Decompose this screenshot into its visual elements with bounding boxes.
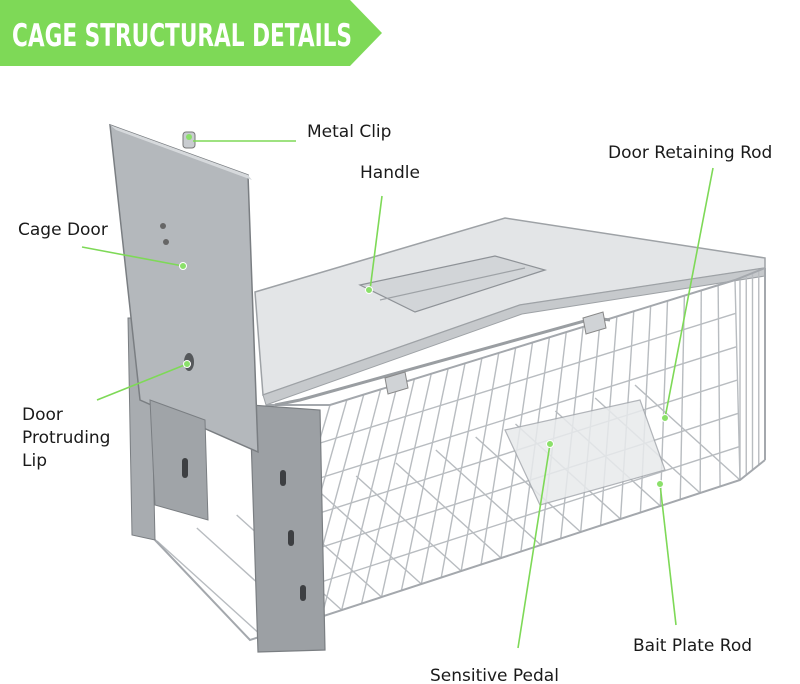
leader-door-retaining-rod [664,167,714,419]
leaders [81,140,714,649]
leader-cage-door [81,246,184,267]
door-frame-front [249,404,326,653]
cage-illustration [109,123,766,653]
label-door-protruding-lip-line3: Lip [22,451,47,471]
mesh-wire [435,449,542,546]
cage-roof-panel [254,217,766,397]
mesh-wire [395,462,502,559]
banner-title: CAGE STRUCTURAL DETAILS [12,18,352,54]
mesh-wire [315,488,422,585]
label-bait-plate-rod: Bait Plate Rod [633,636,752,656]
label-door-retaining-rod: Door Retaining Rod [608,143,772,163]
mesh-wire [475,436,582,533]
mesh-wire [318,312,737,445]
cage-door-plate [109,123,259,454]
mesh-wire [634,384,741,481]
leader-handle [369,195,383,291]
label-door-protruding-lip-line1: Door [22,405,63,425]
label-metal-clip: Metal Clip [307,122,391,142]
label-cage-door: Cage Door [18,220,108,240]
banner-shape [0,0,382,66]
mesh-wire [156,540,263,637]
callout-labels: Metal Clip Handle Door Retaining Rod Cag… [18,122,772,684]
leader-door-lip [96,363,188,401]
mesh-wire [355,475,462,572]
mesh-wire [273,446,740,599]
mesh-wire [284,412,739,560]
label-sensitive-pedal: Sensitive Pedal [430,666,559,684]
label-handle: Handle [360,163,420,183]
title-banner: CAGE STRUCTURAL DETAILS [0,0,382,66]
mesh-wire [307,345,737,483]
leader-sensitive-pedal [517,443,551,649]
leader-bait-plate-rod [659,483,677,626]
label-door-protruding-lip-line2: Protruding [22,428,110,448]
